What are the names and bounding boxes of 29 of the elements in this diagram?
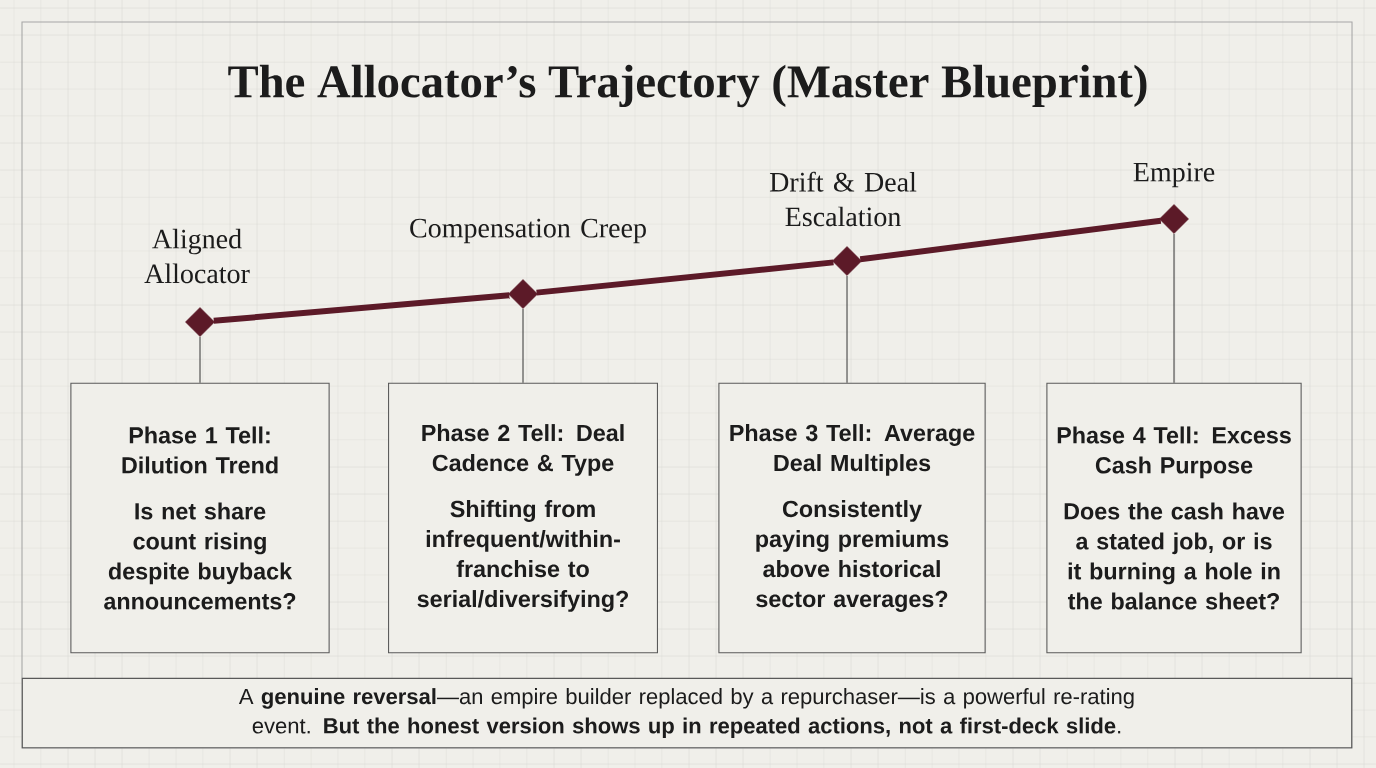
box-heading: Phase 3 Tell: Average Deal Multiples [730, 424, 975, 476]
trajectory-line [213, 292, 510, 324]
trajectory-line [859, 217, 1162, 263]
connector-line [1173, 233, 1175, 384]
diamond-marker [508, 279, 538, 309]
box-heading: Phase 4 Tell: Excess Cash Purpose [1057, 426, 1291, 479]
box-text: Does the cash have a stated job, or is it burning a hole in the balance sheet? [1064, 502, 1285, 610]
connector-line [522, 308, 524, 384]
diamond-marker [1159, 204, 1189, 234]
caption-box: A genuine reversal—an empire builder replaced by a repurchaser—is a powerful re-rating event. But the honest version shows up in repeated actions, not a first-deck slide. [21, 677, 1353, 749]
title: The Allocator’s Trajectory (Master Blueprint) [228, 64, 1147, 108]
box-heading: Phase 2 Tell: Deal Cadence & Type [422, 424, 624, 476]
phase-label: Empire [1133, 162, 1215, 188]
phase-label: Compensation Creep [410, 218, 646, 244]
connector-line [846, 275, 848, 384]
box-heading: Phase 1 Tell: Dilution Trend [122, 426, 278, 474]
box-text: Shifting from infrequent/within-franchise to serial/diversifying? [417, 500, 628, 612]
tell-box [70, 382, 330, 654]
diamond-marker [832, 246, 862, 276]
tell-box [388, 382, 658, 654]
box-text: Consistently paying premiums above historical sector averages? [756, 500, 949, 612]
connector-line [199, 336, 201, 384]
phase-label: Drift & Deal Escalation [769, 171, 917, 227]
tell-box [718, 382, 986, 654]
box-text: Is net share count rising despite buyback announcements? [104, 502, 296, 610]
diamond-marker [185, 307, 215, 337]
trajectory-line [536, 259, 834, 296]
phase-label: Aligned Allocator [144, 228, 250, 284]
tell-box [1046, 382, 1302, 654]
